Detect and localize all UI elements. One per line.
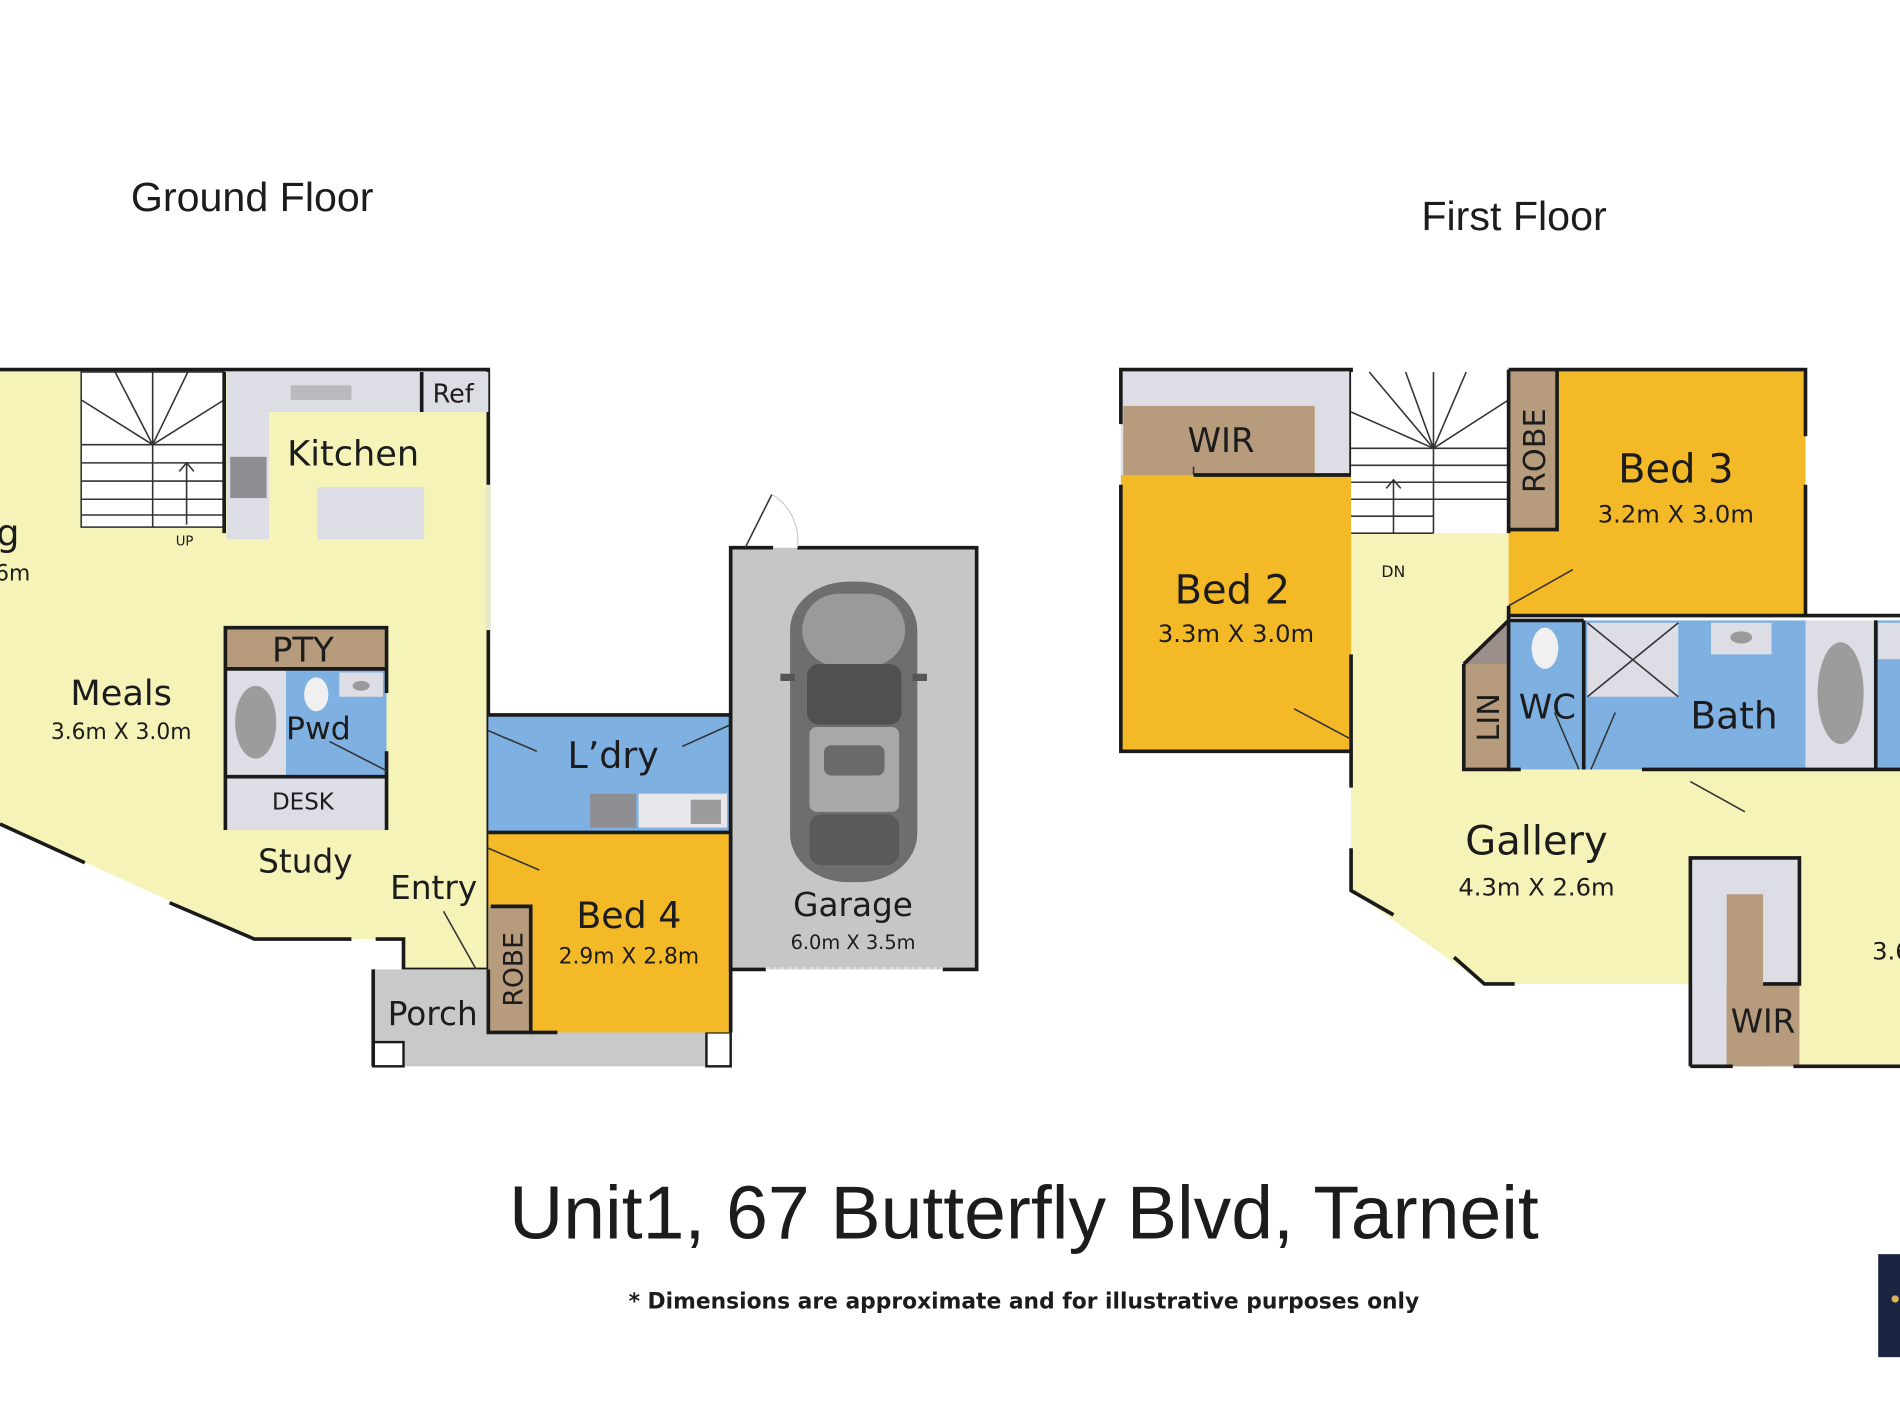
living-label-partial: g — [0, 511, 19, 554]
bed-4-label: Bed 4 — [576, 894, 681, 937]
toilet-icon-first — [1531, 627, 1559, 669]
meals-label: Meals — [70, 673, 172, 714]
gallery-dims: 4.3m X 2.6m — [1458, 873, 1614, 901]
bed-2 — [1120, 475, 1352, 752]
gallery-label: Gallery — [1465, 818, 1607, 864]
entry-label: Entry — [390, 869, 477, 907]
kitchen-label: Kitchen — [287, 433, 419, 474]
wc-label: WC — [1519, 688, 1576, 727]
kitchen-island — [317, 487, 425, 540]
bed-2-label: Bed 2 — [1175, 567, 1291, 613]
first-floor-heading: First Floor — [1421, 193, 1607, 239]
robe-first-label: ROBE — [1518, 408, 1553, 493]
bed-3-label: Bed 3 — [1618, 446, 1734, 492]
bed-2-dims: 3.3m X 3.0m — [1158, 620, 1314, 648]
garage-dims: 6.0m X 3.5m — [791, 931, 916, 954]
wir-top — [1123, 405, 1315, 475]
study-label: Study — [258, 842, 352, 880]
cooktop-icon — [230, 456, 267, 499]
powder-label: Pwd — [286, 711, 351, 747]
robe-label: ROBE — [498, 932, 529, 1007]
bath-icon — [235, 685, 277, 759]
stairs-up-label: UP — [176, 534, 194, 549]
disclaimer: * Dimensions are approximate and for ill… — [629, 1290, 1420, 1315]
first-floor: WIR Bed 2 3.3m X 3.0m DN — [1119, 367, 1900, 1069]
car-icon — [780, 581, 927, 883]
toilet-icon — [304, 677, 329, 712]
desk — [225, 777, 387, 831]
fridge-space — [421, 372, 489, 412]
ground-floor-heading: Ground Floor — [131, 174, 374, 220]
wir-bottom-label: WIR — [1731, 1002, 1796, 1040]
property-address: Unit1, 67 Butterfly Blvd, Tarneit — [509, 1170, 1539, 1254]
wir-top-label: WIR — [1188, 421, 1255, 460]
pantry — [225, 627, 387, 669]
pantry-label: PTY — [272, 631, 334, 670]
laundry-label: L’dry — [567, 734, 658, 777]
robe-first — [1508, 369, 1558, 530]
stairs-down-label: DN — [1381, 562, 1405, 581]
bath-label: Bath — [1690, 693, 1777, 737]
ground-floor: UP Ref Kitchen g 6m Meals 3.6m X 3.0m PT… — [0, 367, 979, 1068]
living-dims-partial: 6m — [0, 561, 30, 586]
basin-icon-first — [1730, 631, 1753, 644]
bed-4-dims: 2.9m X 2.8m — [559, 944, 700, 969]
stairs-down — [1350, 371, 1510, 534]
meals-dims: 3.6m X 3.0m — [51, 720, 192, 745]
ref-label: Ref — [433, 378, 475, 408]
porch-label: Porch — [388, 995, 478, 1033]
linen-label: LIN — [1472, 693, 1507, 741]
stairs-up — [80, 371, 226, 534]
robe — [488, 906, 531, 1033]
master-bed-dims-partial: 3.6 — [1872, 938, 1900, 966]
agency-logo — [1878, 1254, 1900, 1358]
shower-icon — [1586, 622, 1679, 698]
bathtub-icon — [1817, 642, 1864, 745]
bed-3-dims: 3.2m X 3.0m — [1598, 500, 1754, 528]
desk-label: DESK — [272, 789, 335, 815]
garage-label: Garage — [793, 886, 913, 924]
